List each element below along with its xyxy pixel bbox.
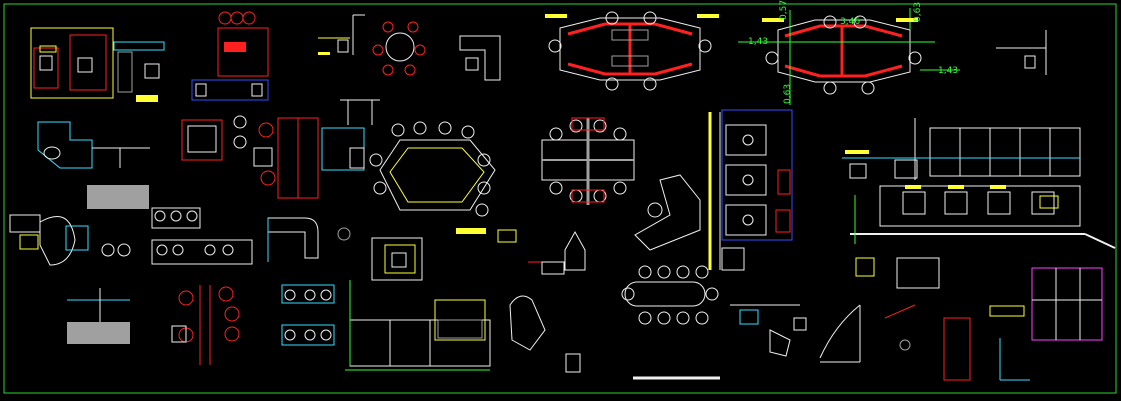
block-meeting-table xyxy=(621,265,720,380)
block-hex-workstation-left xyxy=(545,11,719,91)
block-chair-rows xyxy=(101,207,253,265)
block-window-elevation xyxy=(999,267,1103,381)
drawing-frame xyxy=(3,3,1117,394)
dim-346: 3,46 xyxy=(840,17,860,27)
block-l-desk xyxy=(459,35,501,81)
block-cross-workstation xyxy=(541,117,635,205)
block-cafe-tables xyxy=(281,284,335,346)
block-red-chair-cluster xyxy=(171,285,240,365)
block-desk-elevation xyxy=(321,99,380,171)
block-red-office-desks xyxy=(181,115,319,199)
block-red-desk-chairs xyxy=(191,11,269,101)
block-long-counter xyxy=(842,118,1116,249)
block-office-room xyxy=(371,237,423,281)
block-storage-units xyxy=(855,257,1025,317)
block-small-desk xyxy=(318,14,365,55)
block-bottom-left-desk xyxy=(67,288,130,344)
block-cubicle-column xyxy=(708,109,793,271)
block-hex-workstation-right: 3,46 1,43 1,43 0,57 0,63 0,63 xyxy=(738,0,960,105)
dim-063-bottom: 0,63 xyxy=(783,84,793,104)
block-kiosk xyxy=(528,230,586,275)
dim-143-right: 1,43 xyxy=(938,66,958,76)
block-door-swings xyxy=(819,304,971,381)
block-blue-desk xyxy=(267,217,351,262)
block-bottom-workstation xyxy=(730,304,807,357)
block-chair-elevation xyxy=(996,30,1047,75)
dim-057: 0,57 xyxy=(779,0,789,20)
block-wall-elevation xyxy=(345,280,491,371)
block-reception-workstations xyxy=(30,27,165,102)
dim-063-top: 0,63 xyxy=(913,2,923,22)
block-l-shaped-desk xyxy=(37,121,150,209)
block-curved-desk xyxy=(634,174,701,251)
block-lounge-chair xyxy=(509,295,581,373)
block-conference-table xyxy=(369,121,517,243)
dim-143-left: 1,43 xyxy=(748,37,768,47)
block-curved-reception xyxy=(9,214,89,266)
block-round-table xyxy=(372,21,426,76)
